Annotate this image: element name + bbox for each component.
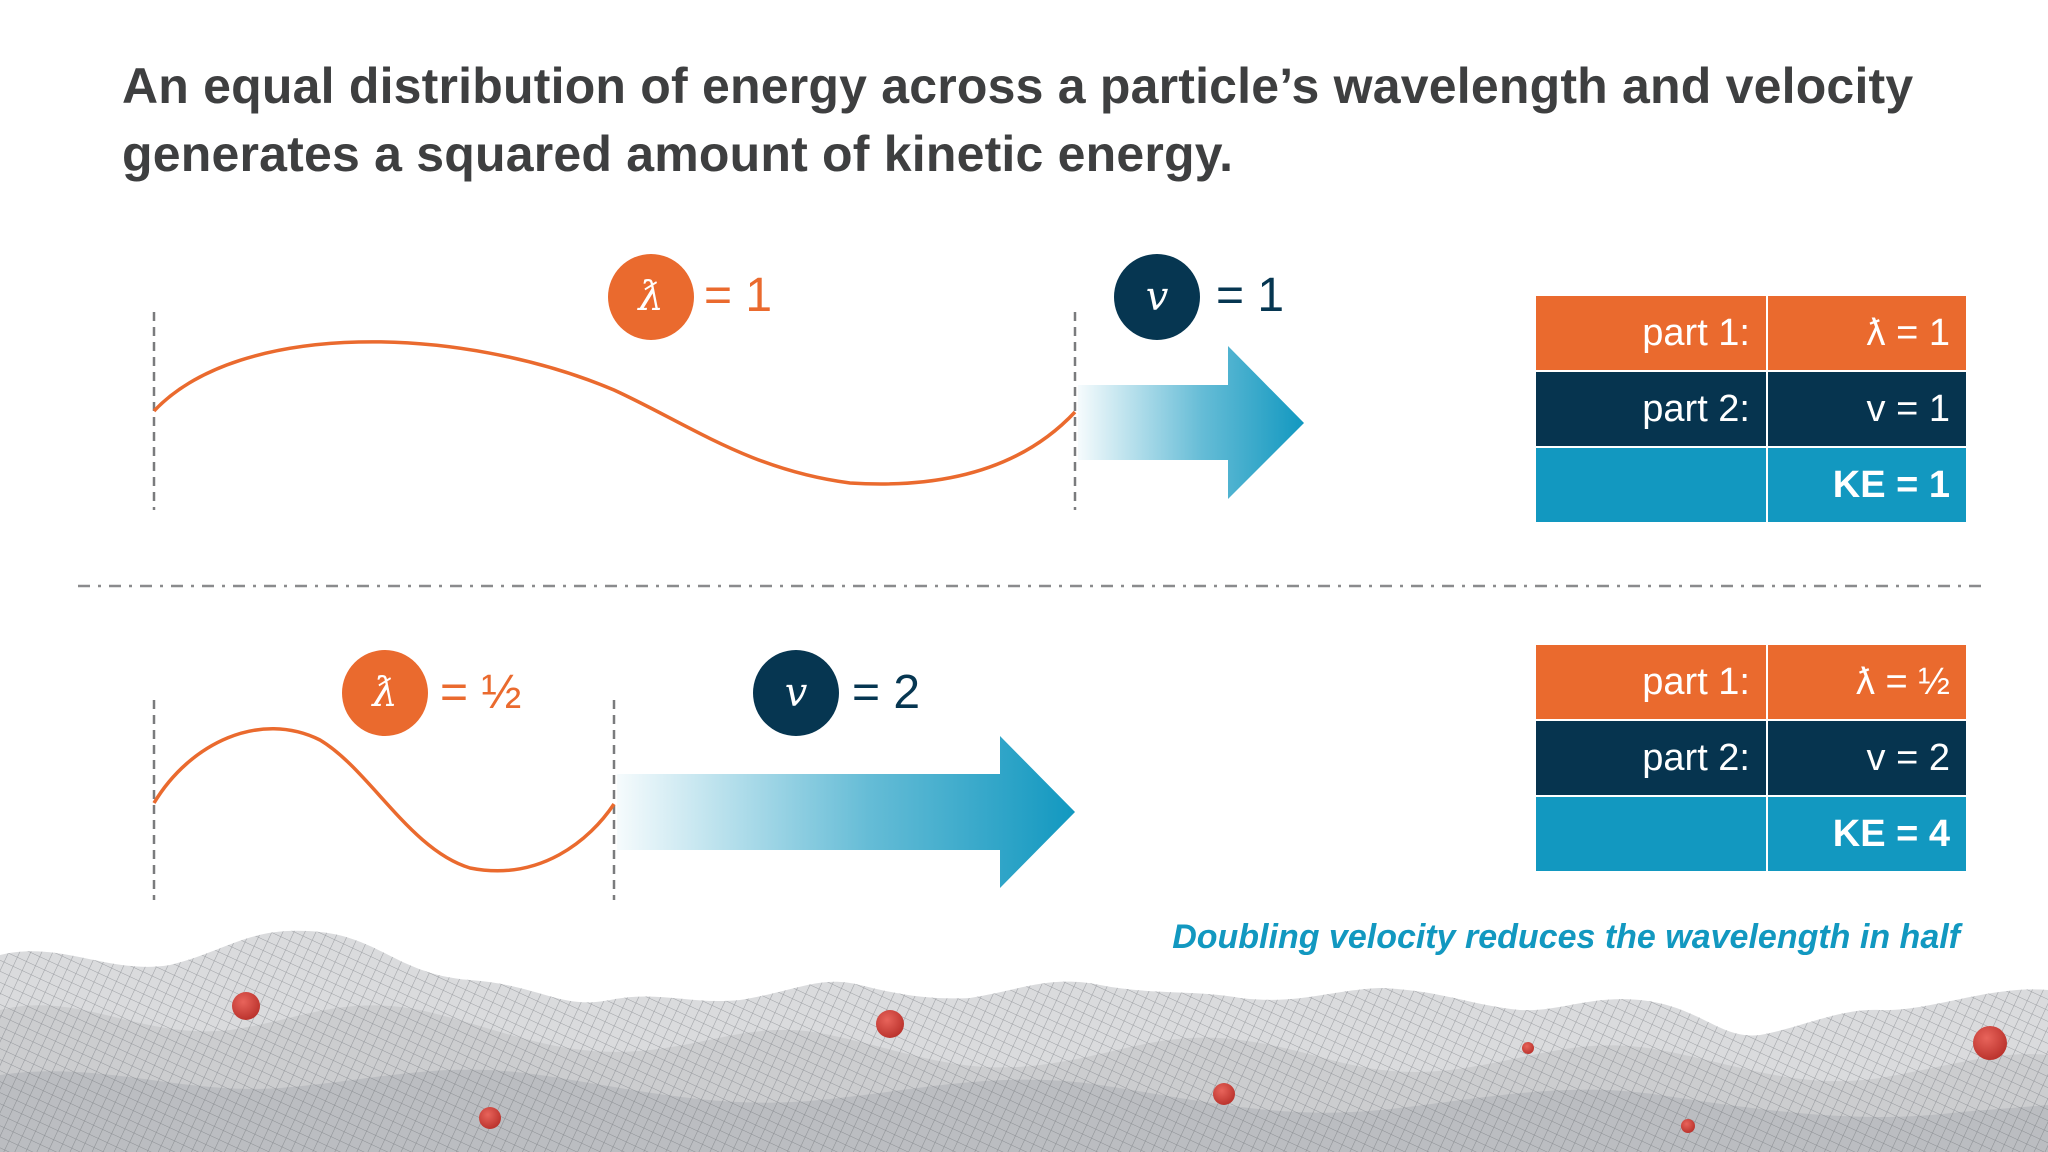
title-line-1: An equal distribution of energy across a… [122,58,1914,114]
table-value-part2: v = 2 [1768,721,1966,795]
table-key-ke [1536,797,1766,871]
terrain-particle-dot [232,992,260,1020]
table-key-ke [1536,448,1766,522]
doubling-velocity-note: Doubling velocity reduces the wavelength… [1172,918,1960,956]
velocity-arrow-bottom [617,736,1075,888]
velocity-arrow-top [1078,346,1304,499]
table-key-part2: part 2: [1536,372,1766,446]
terrain-particle-dot [1681,1119,1695,1133]
table-value-ke: KE = 1 [1768,448,1966,522]
lambda-symbol-badge: ƛ [608,254,694,340]
wave-full-wavelength [152,340,1077,486]
lambda-value-top: = 1 [704,269,773,322]
energy-table-top: part 1: ƛ = 1 part 2: v = 1 KE = 1 [1536,296,1966,522]
table-value-part2: v = 1 [1768,372,1966,446]
energy-table-bottom: part 1: ƛ = ½ part 2: v = 2 KE = 4 [1536,645,1966,871]
wave-half-wavelength [152,727,616,873]
velocity-symbol-badge: v [753,650,839,736]
title-line-2: generates a squared amount of kinetic en… [122,126,1234,182]
table-key-part1: part 1: [1536,645,1766,719]
terrain-particle-dot [1522,1042,1534,1054]
table-value-part1: ƛ = ½ [1768,645,1966,719]
table-value-ke: KE = 4 [1768,797,1966,871]
terrain-particle-dot [479,1107,501,1129]
lambda-symbol-badge: ƛ [342,650,428,736]
table-value-part1: ƛ = 1 [1768,296,1966,370]
terrain-particle-dot [876,1010,904,1038]
terrain-particle-dot [1213,1083,1235,1105]
velocity-symbol-badge: v [1114,254,1200,340]
terrain-mesh [0,930,2048,1152]
table-key-part1: part 1: [1536,296,1766,370]
table-key-part2: part 2: [1536,721,1766,795]
page-title: An equal distribution of energy across a… [122,52,1942,188]
lambda-value-bottom: = ½ [440,666,522,719]
velocity-value-top: = 1 [1216,269,1285,322]
velocity-value-bottom: = 2 [852,666,921,719]
terrain-particle-dot [1973,1026,2007,1060]
